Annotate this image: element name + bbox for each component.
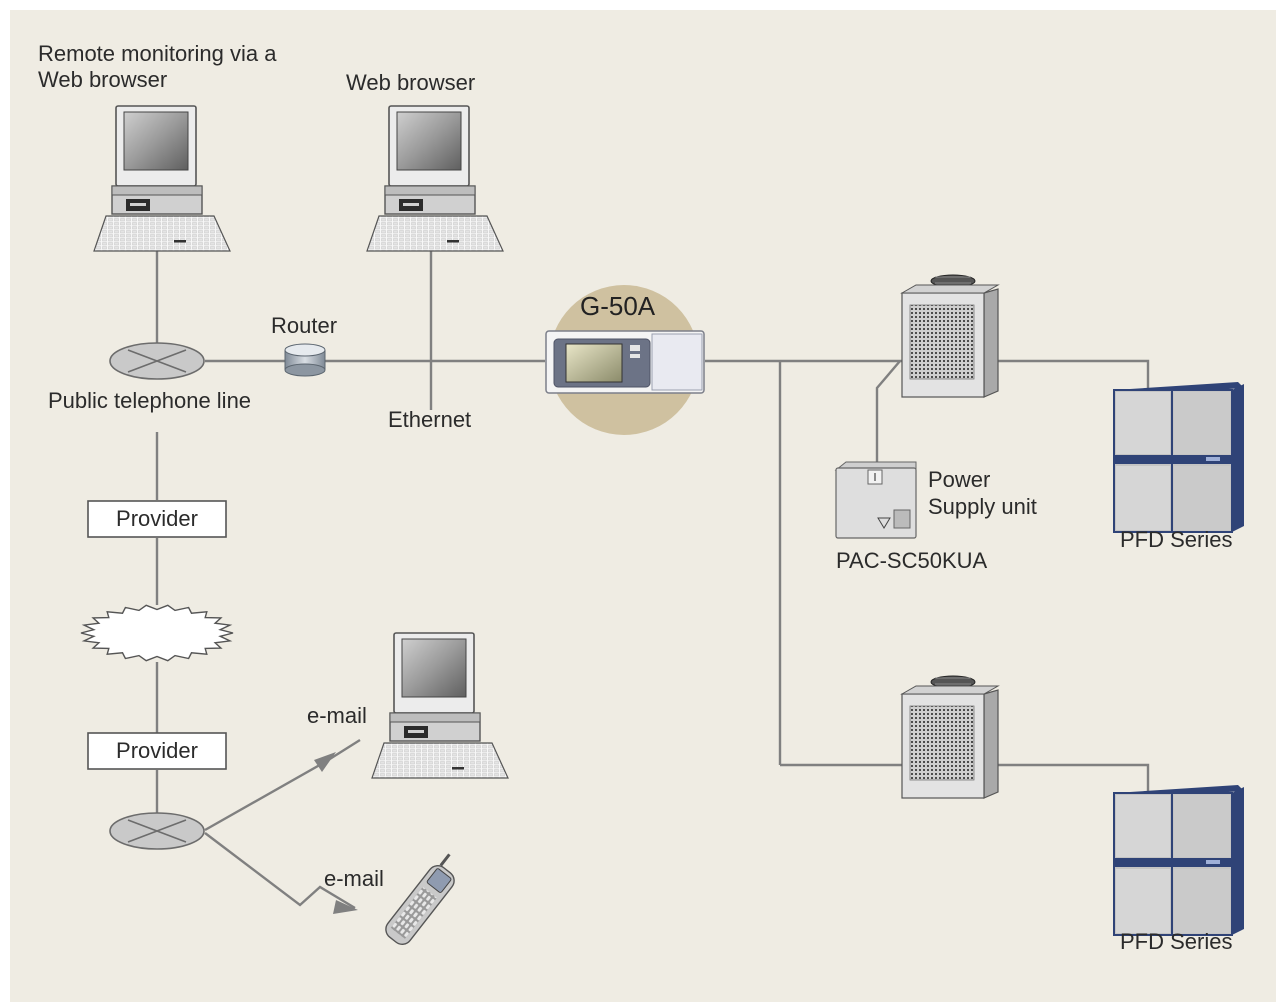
connection-lines	[155, 250, 1150, 910]
router-label: Router	[271, 313, 338, 338]
g50a-label: G-50A	[580, 291, 656, 321]
router-icon	[284, 343, 326, 377]
pfd-series-top-label: PFD Series	[1120, 527, 1233, 552]
public-telephone-line-label: Public telephone line	[48, 388, 252, 413]
telephone-exchange-bottom-icon	[109, 812, 205, 850]
provider-top-box	[87, 500, 227, 538]
power-label-line1: Power	[928, 467, 991, 492]
remote-monitoring-label-line1: Remote monitoring via a	[38, 41, 277, 66]
g50a-controller-icon	[545, 285, 705, 435]
email-phone-label: e-mail	[324, 866, 384, 891]
mobile-phone-icon	[385, 853, 455, 945]
internet-cloud-icon	[80, 604, 234, 662]
power-label-line2: Supply unit	[928, 494, 1037, 519]
power-supply-unit-icon	[834, 461, 917, 539]
provider-bottom-box	[87, 732, 227, 770]
provider-bottom-label: Provider	[116, 738, 198, 763]
remote-monitoring-label-line2: Web browser	[38, 67, 168, 92]
arrow-to-phone-icon	[333, 900, 358, 914]
arrow-to-pc-icon	[314, 752, 336, 772]
pfd-unit-top-icon	[1113, 381, 1245, 533]
provider-top-label: Provider	[116, 506, 198, 531]
pac-model-label: PAC-SC50KUA	[836, 548, 988, 573]
outdoor-unit-bottom-icon	[901, 675, 999, 799]
pfd-series-bottom-label: PFD Series	[1120, 929, 1233, 954]
telephone-exchange-top-icon	[109, 342, 205, 380]
outdoor-unit-top-icon	[901, 274, 999, 398]
email-pc-label: e-mail	[307, 703, 367, 728]
pfd-unit-bottom-icon	[1113, 784, 1245, 936]
web-browser-label: Web browser	[346, 70, 476, 95]
ethernet-label: Ethernet	[388, 407, 472, 432]
